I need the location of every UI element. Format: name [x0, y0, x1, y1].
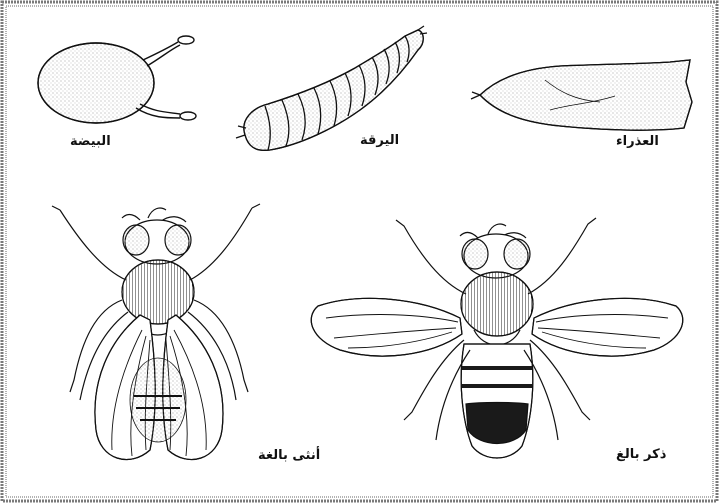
pupa-label: العذراء: [616, 134, 659, 149]
pupa-illustration: [471, 60, 692, 130]
female-label: أنثى بالغة: [258, 448, 320, 463]
larva-label: اليرقة: [360, 133, 399, 148]
larva-illustration: [236, 26, 427, 150]
male-fly-illustration: [311, 218, 682, 458]
male-label: ذكر بالغ: [616, 447, 666, 462]
female-fly-illustration: [52, 204, 260, 460]
egg-illustration: [38, 36, 196, 123]
egg-label: البيضة: [70, 134, 111, 149]
